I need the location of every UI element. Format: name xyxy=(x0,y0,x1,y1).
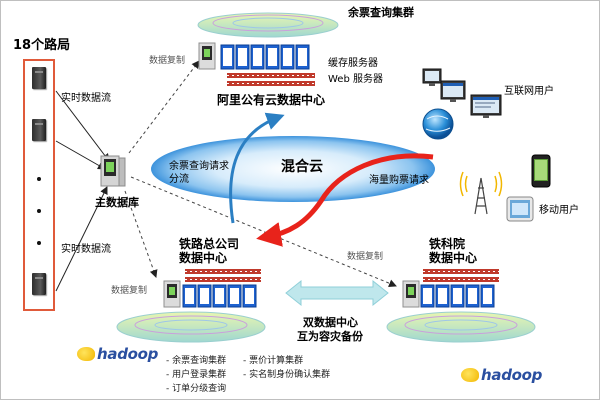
tower-icon xyxy=(459,171,503,215)
academy-dc-label: 铁科院 xyxy=(429,237,466,251)
hybrid-cloud-ellipse xyxy=(151,136,435,202)
mass-ticket-label: 海量购票请求 xyxy=(369,175,429,186)
academy-cluster xyxy=(386,311,536,343)
academy-dc-label: 数据中心 xyxy=(429,251,478,265)
left-panel-title: 18个路局 xyxy=(13,38,71,53)
aliyun-servers xyxy=(220,44,310,70)
data-copy-label: 数据复制 xyxy=(149,56,186,66)
aliyun-cluster xyxy=(197,12,339,38)
hadoop-logo: hadoop xyxy=(77,345,158,363)
main-db-label: 主数据库 xyxy=(95,196,139,209)
ellipsis-dot xyxy=(37,209,41,213)
rail-dc-label: 数据中心 xyxy=(179,251,228,265)
bullet-item: - 订单分级查询 xyxy=(166,384,227,394)
academy-servers xyxy=(420,284,495,308)
internet-users-label: 互联网用户 xyxy=(504,86,554,97)
bullet-item: - 余票查询集群 xyxy=(166,356,227,366)
double-arrow xyxy=(285,279,389,307)
web-server-label: Web 服务器 xyxy=(328,74,383,85)
bullet-item: - 用户登录集群 xyxy=(166,370,227,380)
bullet-item: - 实名制身份确认集群 xyxy=(243,370,331,380)
realtime-flow-label: 实时数据流 xyxy=(61,244,111,255)
red-arrow xyxy=(256,153,434,247)
main-db-icon xyxy=(100,155,126,187)
dual-dc-label: 互为容灾备份 xyxy=(297,330,363,343)
hybrid-cloud-label: 混合云 xyxy=(281,159,323,175)
ticket-cluster-label: 余票查询集群 xyxy=(348,6,414,19)
mobile-users-label: 移动用户 xyxy=(539,205,579,216)
bureau-box xyxy=(23,59,55,311)
data-copy-label: 数据复制 xyxy=(111,286,148,296)
ticket-query-label: 分流 xyxy=(169,174,189,185)
server-icon xyxy=(32,273,46,295)
server-icon xyxy=(32,67,46,89)
globe-icon xyxy=(422,108,454,140)
server-icon xyxy=(198,42,216,70)
dual-dc-label: 双数据中心 xyxy=(303,316,358,329)
aliyun-dc-label: 阿里公有云数据中心 xyxy=(217,93,326,107)
realtime-flow-label: 实时数据流 xyxy=(61,93,111,104)
server-icon xyxy=(32,119,46,141)
rail-cluster xyxy=(116,311,266,343)
phone-icon xyxy=(531,154,551,188)
cache-server-label: 缓存服务器 xyxy=(328,58,378,69)
ellipsis-dot xyxy=(37,177,41,181)
monitor-icon xyxy=(422,68,442,86)
rail-dc-label: 铁路总公司 xyxy=(179,237,240,251)
ellipsis-dot xyxy=(37,241,41,245)
blue-arrow xyxy=(229,112,285,224)
ticket-query-label: 余票查询请求 xyxy=(169,161,229,172)
rail-servers xyxy=(182,284,257,308)
data-copy-label: 数据复制 xyxy=(347,252,384,262)
hadoop-logo: hadoop xyxy=(461,366,542,384)
bullet-item: - 票价计算集群 xyxy=(243,356,304,366)
tablet-icon xyxy=(506,196,534,222)
